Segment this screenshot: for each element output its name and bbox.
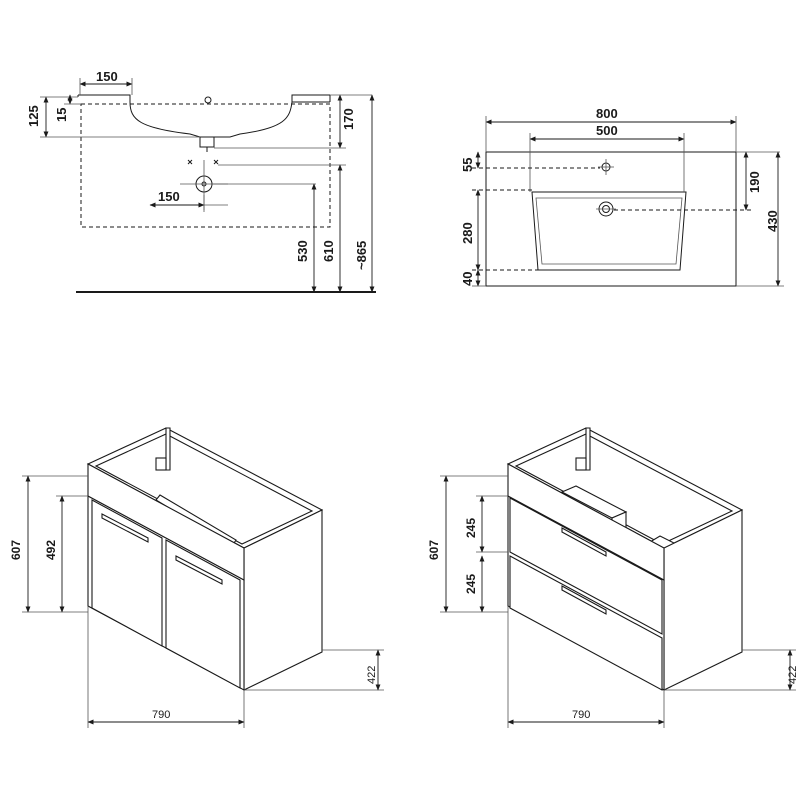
side-elevation-view: 150 125 15 170 150 530 610 ~865 <box>26 69 376 293</box>
cabinet-drawers-isometric: 607 245 245 790 422 <box>427 427 799 728</box>
dim-800: 800 <box>596 106 618 121</box>
dim-150-drain: 150 <box>158 189 180 204</box>
door-handle-left <box>101 513 149 543</box>
dim-790: 790 <box>152 709 170 721</box>
door-handle-right <box>175 555 223 585</box>
dim-610: 610 <box>321 240 336 262</box>
dim-422: 422 <box>366 666 378 684</box>
dim-865: ~865 <box>354 241 369 270</box>
dim-150-top: 150 <box>96 69 118 84</box>
drawer-handle-upper <box>561 527 607 557</box>
drawer-handle-lower <box>561 585 607 615</box>
right-door <box>165 539 241 689</box>
dim-530: 530 <box>295 240 310 262</box>
dim-790: 790 <box>572 709 590 721</box>
dim-55: 55 <box>460 158 475 172</box>
dim-492: 492 <box>44 540 58 560</box>
basin-top-outline <box>485 151 737 287</box>
dim-607: 607 <box>427 540 441 560</box>
dim-125: 125 <box>26 105 41 127</box>
basin-side-outline <box>78 94 330 138</box>
dim-607: 607 <box>9 540 23 560</box>
dim-15: 15 <box>54 108 69 122</box>
upper-drawer <box>509 497 663 635</box>
overflow-hole <box>204 96 212 104</box>
mounting-bracket <box>155 457 167 471</box>
water-connection-marker <box>187 159 193 165</box>
dim-40: 40 <box>460 272 475 286</box>
dim-245-lower: 245 <box>464 574 478 594</box>
dim-280: 280 <box>460 222 475 244</box>
dim-245-upper: 245 <box>464 518 478 538</box>
dim-430: 430 <box>765 210 780 232</box>
dim-500: 500 <box>596 123 618 138</box>
mounting-bracket <box>575 457 587 471</box>
dim-170: 170 <box>341 108 356 130</box>
dim-422: 422 <box>787 666 799 684</box>
top-plan-view: 800 500 55 190 430 280 40 <box>460 106 784 287</box>
cabinet-outline-dashed <box>80 103 331 228</box>
drain-stub <box>199 136 215 148</box>
cabinet-doors-isometric: 607 492 790 422 <box>9 427 384 728</box>
lower-drawer <box>509 555 663 691</box>
basin-bowl-outline <box>531 191 687 271</box>
dim-190: 190 <box>747 171 762 193</box>
